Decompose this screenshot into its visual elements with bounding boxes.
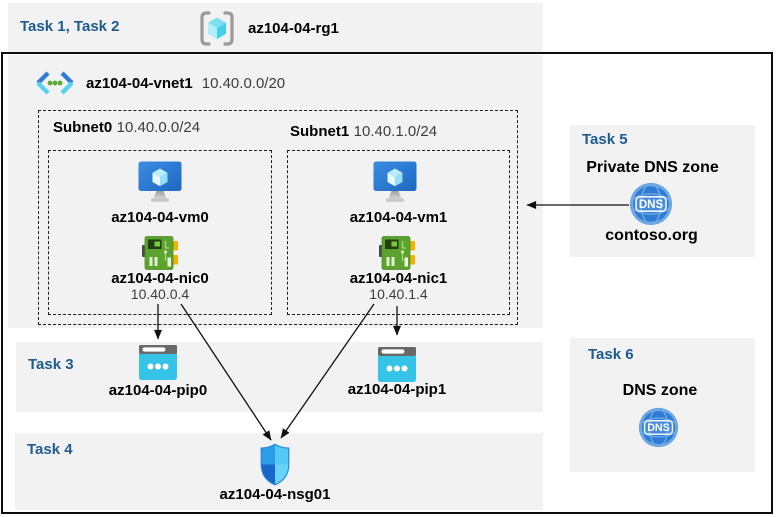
nic-icon — [142, 236, 178, 270]
task4-label: Task 4 — [27, 441, 73, 458]
nsg-shield-icon — [260, 443, 290, 486]
task1-2-band — [8, 3, 543, 52]
private-dns-zone-name: contoso.org — [605, 227, 698, 244]
rg-label: az104-04-rg1 — [248, 20, 339, 37]
nsg-label: az104-04-nsg01 — [219, 486, 331, 503]
pip0-label: az104-04-pip0 — [108, 382, 208, 399]
subnet0-box — [48, 150, 272, 315]
vm0-label: az104-04-vm0 — [111, 209, 209, 226]
svg-text:DNS: DNS — [639, 199, 664, 211]
subnet1-cidr: 10.40.1.0/24 — [353, 123, 438, 140]
subnet1-box — [287, 150, 510, 315]
task5-label: Task 5 — [582, 131, 628, 148]
subnet0-label: Subnet0 10.40.0.0/24 — [53, 119, 200, 137]
vm-icon — [137, 160, 183, 204]
vnet-panel — [8, 55, 543, 328]
subnet0-name: Subnet0 — [53, 119, 113, 136]
vm-icon — [372, 160, 418, 204]
private-dns-zone-title: Private DNS zone — [586, 159, 719, 176]
dns-globe-icon: DNS — [638, 407, 679, 448]
resource-group-icon — [199, 10, 235, 47]
task6-box — [570, 338, 755, 472]
vm1-label: az104-04-vm1 — [349, 209, 448, 226]
nic0-ip: 10.40.0.4 — [130, 286, 190, 302]
vnet-name: az104-04-vnet1 — [86, 74, 193, 92]
task6-label: Task 6 — [588, 346, 634, 363]
task1-2-label: Task 1, Task 2 — [20, 18, 120, 35]
svg-text:DNS: DNS — [647, 422, 670, 434]
subnet1-name: Subnet1 — [290, 123, 350, 140]
nic-icon — [379, 236, 415, 270]
pip1-label: az104-04-pip1 — [347, 381, 447, 398]
vnet-cidr: 10.40.0.0/20 — [201, 74, 286, 92]
nic0-label: az104-04-nic0 — [111, 270, 209, 287]
subnet0-cidr: 10.40.0.0/24 — [116, 119, 201, 136]
nic1-label: az104-04-nic1 — [349, 270, 448, 287]
public-ip-icon — [139, 345, 177, 380]
subnet1-label: Subnet1 10.40.1.0/24 — [290, 123, 437, 141]
vnet-header: az104-04-vnet1 10.40.0.0/20 — [33, 71, 285, 95]
virtual-network-icon — [33, 71, 77, 95]
task3-band — [16, 342, 543, 412]
task3-label: Task 3 — [28, 356, 74, 373]
subnets-container — [38, 110, 518, 325]
nic1-ip: 10.40.1.4 — [369, 286, 428, 302]
dns-zone-title: DNS zone — [622, 382, 698, 399]
dns-globe-icon: DNS — [629, 182, 673, 226]
public-ip-icon — [378, 347, 416, 382]
